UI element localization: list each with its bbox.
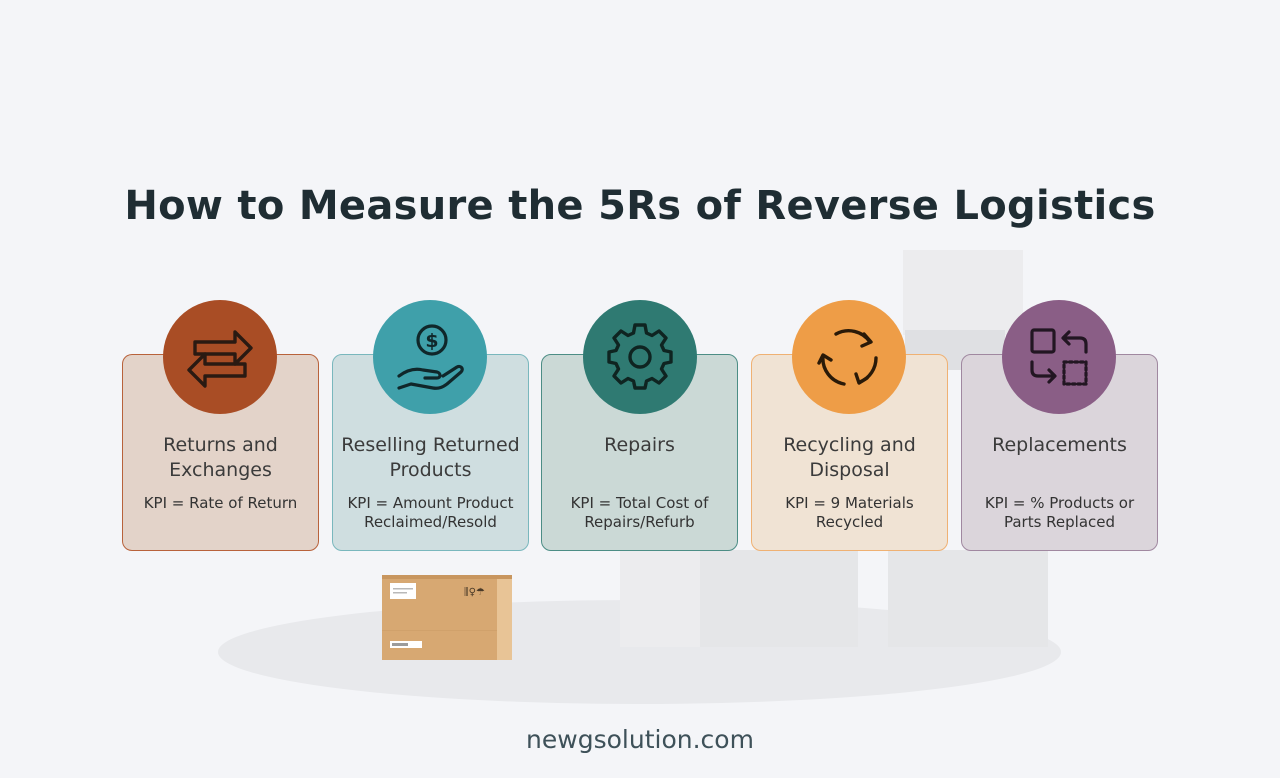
hand-dollar-icon: $	[397, 324, 464, 390]
gear-icon	[607, 323, 673, 390]
card-kpi: KPI = % Products or Parts Replaced	[984, 494, 1135, 531]
svg-text:$: $	[425, 330, 438, 352]
parcel-box-illustration: ⫼♀☂	[382, 575, 512, 660]
card-kpi: KPI = Total Cost of Repairs/Refurb	[570, 494, 709, 531]
footer-website: newgsolution.com	[526, 725, 754, 754]
icon-circle	[163, 300, 277, 414]
card-title: Returns and Exchanges	[163, 434, 278, 481]
recycle-arrows-icon	[817, 329, 878, 386]
background-box	[700, 550, 858, 647]
arrows-exchange-icon	[187, 330, 253, 388]
card-kpi: KPI = Rate of Return	[143, 494, 298, 512]
icon-circle	[583, 300, 697, 414]
svg-text:⫼♀☂: ⫼♀☂	[464, 587, 485, 598]
card-title: Repairs	[604, 434, 675, 456]
card-returns-exchanges: Returns and Exchanges KPI = Rate of Retu…	[122, 354, 319, 551]
icon-circle	[792, 300, 906, 414]
card-title: Recycling and Disposal	[783, 434, 916, 481]
background-box	[620, 550, 700, 647]
swap-squares-icon	[1030, 328, 1088, 386]
card-title: Replacements	[992, 434, 1127, 456]
card-kpi: KPI = 9 Materials Recycled	[785, 494, 914, 531]
card-title: Reselling Returned Products	[341, 434, 520, 481]
background-box	[903, 250, 1023, 335]
card-kpi: KPI = Amount Product Reclaimed/Resold	[347, 494, 514, 531]
page-title: How to Measure the 5Rs of Reverse Logist…	[124, 183, 1156, 229]
icon-circle	[1002, 300, 1116, 414]
icon-circle: $	[373, 300, 487, 414]
background-box	[888, 550, 1048, 647]
